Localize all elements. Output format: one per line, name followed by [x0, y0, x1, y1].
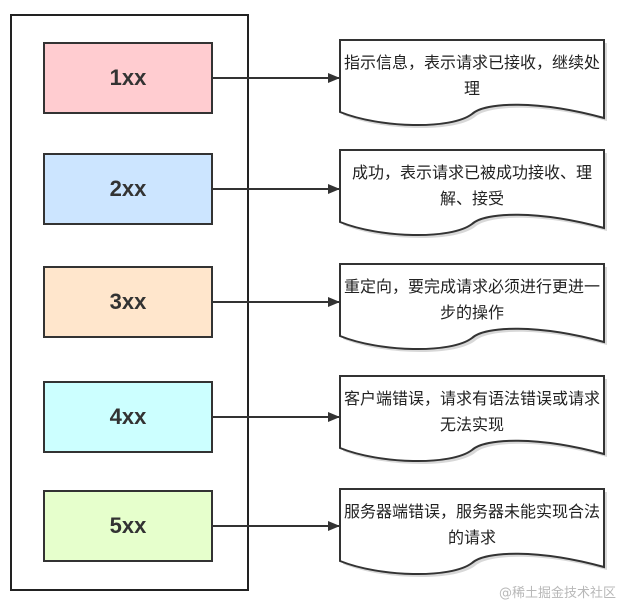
code-box-4xx: 4xx — [43, 381, 213, 453]
code-box-1xx: 1xx — [43, 42, 213, 114]
description-3xx: 重定向，要完成请求必须进行更进一步的操作 — [343, 277, 600, 322]
code-label: 1xx — [109, 65, 147, 90]
code-box-3xx: 3xx — [43, 266, 213, 338]
description-4xx: 客户端错误，请求有语法错误或请求无法实现 — [343, 389, 600, 434]
code-label: 4xx — [109, 404, 147, 429]
description-5xx: 服务器端错误，服务器未能实现合法的请求 — [343, 502, 600, 547]
code-label: 5xx — [109, 513, 147, 538]
document-shape — [339, 375, 605, 462]
code-label: 3xx — [109, 289, 147, 314]
document-shape — [339, 263, 605, 350]
description-2xx: 成功，表示请求已被成功接收、理解、接受 — [351, 163, 592, 208]
document-shape — [339, 488, 605, 575]
watermark: @稀土掘金技术社区 — [498, 586, 616, 601]
code-box-2xx: 2xx — [43, 153, 213, 225]
code-box-5xx: 5xx — [43, 490, 213, 562]
code-label: 2xx — [109, 176, 147, 201]
description-1xx: 指示信息，表示请求已接收，继续处理 — [343, 53, 600, 98]
document-shape — [339, 149, 605, 236]
document-shape — [339, 39, 605, 126]
